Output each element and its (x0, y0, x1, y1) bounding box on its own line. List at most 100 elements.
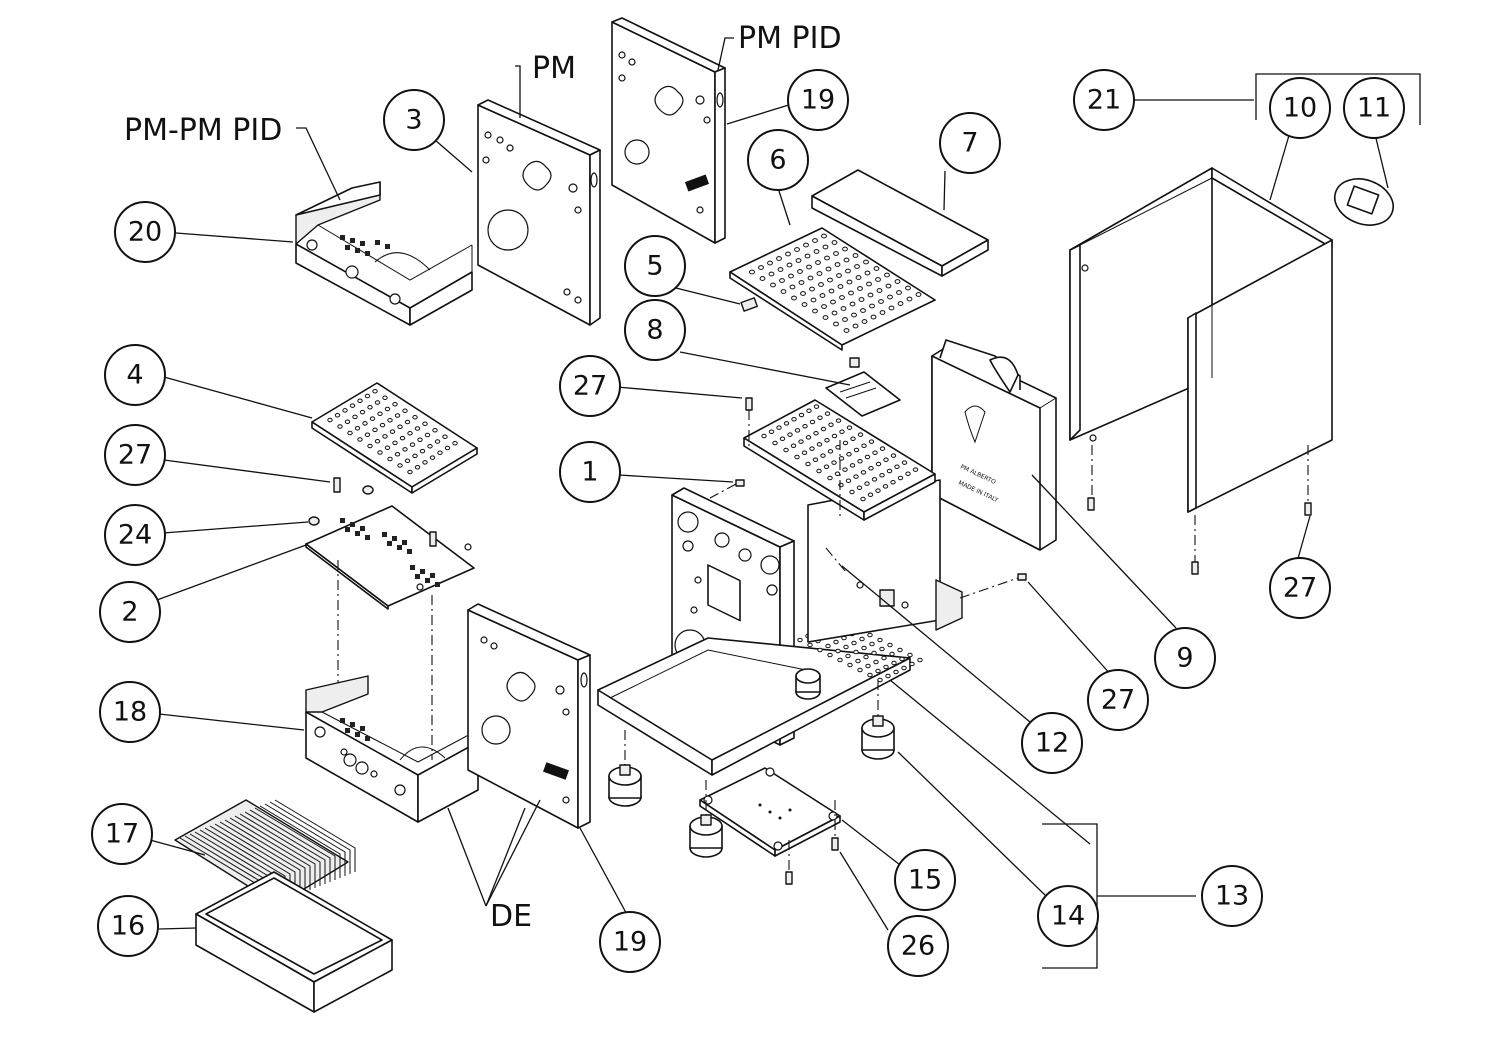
callout-27-mid: 27 (1087, 669, 1149, 731)
perforation-hole (749, 269, 755, 275)
perforation-hole (813, 404, 820, 409)
perforation-hole (824, 255, 830, 261)
perforation-hole (830, 299, 836, 305)
callout-18: 18 (99, 681, 161, 743)
part-27-screw-left (333, 477, 437, 547)
perforation-hole (800, 291, 806, 296)
perforation-hole (810, 297, 817, 303)
perforation-hole (906, 296, 913, 302)
assembly-lines (624, 410, 1309, 872)
svg-text:21: 21 (1087, 85, 1121, 116)
svg-text:7: 7 (961, 128, 978, 159)
perforation-hole (362, 421, 368, 426)
callout-24: 24 (104, 504, 166, 566)
perforation-hole (881, 655, 887, 661)
perforation-hole (820, 453, 826, 458)
perforation-hole (867, 672, 873, 678)
perforation-hole (867, 492, 874, 498)
perforation-hole (820, 426, 827, 432)
perforation-hole (850, 436, 856, 442)
perforation-hole (837, 657, 843, 663)
perforation-hole (875, 461, 882, 467)
perforation-hole (414, 464, 421, 470)
perforation-hole (419, 448, 426, 454)
perforation-hole (861, 645, 867, 651)
perforation-hole (779, 278, 785, 283)
perforation-hole (444, 445, 451, 451)
callout-27-left: 27 (104, 424, 166, 486)
perforation-hole (827, 652, 833, 658)
perforation-hole (879, 310, 886, 315)
callout-10: 10 (1269, 77, 1331, 139)
svg-text:1: 1 (581, 457, 598, 488)
perforation-hole (823, 464, 830, 470)
perforation-hole (835, 418, 842, 423)
perforation-hole (377, 450, 383, 455)
perforation-hole (770, 282, 776, 288)
heatsink-fin (229, 817, 311, 890)
perforation-hole (806, 264, 812, 270)
perforation-hole (855, 658, 861, 664)
perforation-hole (843, 257, 850, 263)
callout-26: 26 (887, 915, 949, 977)
perforation-hole (845, 653, 851, 659)
perforation-hole (878, 299, 884, 304)
svg-text:27: 27 (1101, 685, 1135, 716)
perforation-hole (833, 251, 839, 256)
svg-text:4: 4 (126, 360, 143, 391)
perforation-hole (825, 266, 832, 272)
perforation-hole (917, 657, 923, 663)
perforation-hole (883, 664, 889, 670)
perforation-hole (905, 285, 911, 291)
svg-text:20: 20 (128, 217, 162, 248)
perforation-hole (851, 640, 857, 646)
perforation-hole (831, 433, 838, 439)
perforation-hole (821, 233, 827, 239)
perforation-hole (858, 297, 865, 302)
perforation-hole (399, 435, 406, 441)
perforation-hole (861, 443, 867, 449)
perforation-hole (422, 421, 428, 426)
callout-8: 8 (624, 299, 686, 361)
perforation-hole (828, 288, 835, 294)
perforation-hole (827, 277, 833, 283)
perforation-hole (857, 286, 863, 291)
perforation-hole (412, 453, 418, 459)
perforation-hole (833, 639, 839, 645)
perforation-hole (871, 477, 878, 482)
perforation-hole (843, 328, 850, 333)
perforation-hole (875, 277, 881, 282)
perforation-hole (364, 393, 371, 399)
perforation-hole (840, 306, 847, 311)
perforation-hole (845, 268, 851, 274)
part-19-side-panel-pm-pid (611, 17, 726, 244)
perforation-hole (849, 463, 856, 468)
svg-text:19: 19 (613, 927, 647, 958)
heatsink-fin (254, 807, 336, 880)
heatsink-fin (219, 821, 301, 894)
perforation-hole (869, 303, 875, 309)
perforation-hole (768, 429, 775, 435)
perforation-hole (387, 418, 393, 423)
perforation-hole (787, 432, 793, 437)
part-10-housing (1069, 167, 1333, 513)
perforation-hole (798, 280, 805, 285)
perforation-hole (414, 426, 421, 431)
perforation-hole (759, 276, 766, 281)
perforation-hole (831, 460, 837, 465)
perforation-hole (871, 650, 877, 656)
perforation-hole (873, 659, 879, 665)
perforation-hole (812, 308, 818, 314)
callout-15: 15 (894, 849, 956, 911)
part-9-water-tank: PM ALBERTO MADE IN ITALY (931, 339, 1057, 551)
perforation-hole (359, 409, 366, 415)
perforation-hole (845, 478, 852, 484)
perforation-hole (842, 440, 849, 446)
perforation-hole (864, 270, 871, 276)
perforation-hole (790, 443, 797, 449)
perforation-hole (424, 432, 431, 438)
perforation-hole (344, 419, 351, 424)
callout-11: 11 (1343, 77, 1405, 139)
perforation-hole (894, 464, 900, 470)
perforation-hole (817, 415, 823, 421)
